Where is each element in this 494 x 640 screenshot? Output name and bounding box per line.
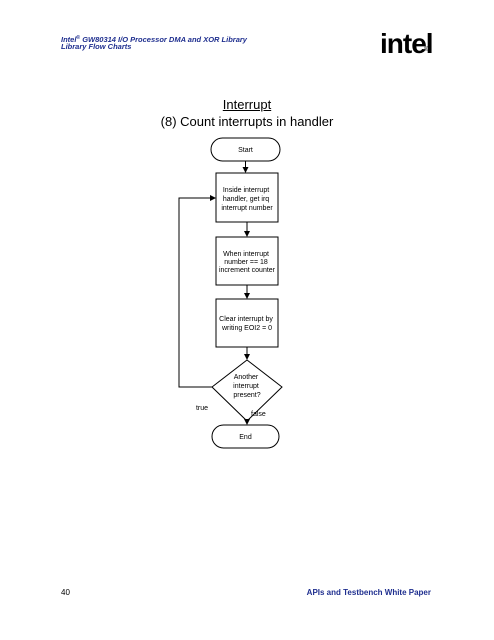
decision-line: interrupt bbox=[233, 383, 259, 390]
process-text-get-irq: Inside interrupt handler, get irq interr… bbox=[221, 187, 273, 212]
process-text-increment-counter: When interrupt number == 18 increment co… bbox=[219, 251, 276, 274]
header-title-rest: GW80314 I/O Processor DMA and XOR Librar… bbox=[80, 35, 247, 44]
end-terminator bbox=[211, 424, 280, 449]
intel-logo-reg-mark: ® bbox=[424, 47, 429, 53]
page-number: 40 bbox=[61, 588, 70, 597]
process-line: Inside interrupt bbox=[223, 187, 269, 194]
decision-line: present? bbox=[233, 392, 260, 399]
process-box-get-irq bbox=[215, 172, 279, 223]
header-subtitle: Library Flow Charts bbox=[61, 42, 132, 51]
intel-logo: intel bbox=[380, 28, 434, 59]
decision-diamond bbox=[211, 359, 283, 422]
process-line: increment counter bbox=[219, 267, 276, 274]
start-label: Start bbox=[238, 147, 253, 154]
header-title: Intel® GW80314 I/O Processor DMA and XOR… bbox=[61, 33, 247, 45]
process-box-clear-interrupt bbox=[215, 298, 279, 348]
footer-doc-title: APIs and Testbench White Paper bbox=[306, 588, 431, 597]
process-line: number == 18 bbox=[224, 259, 268, 266]
decision-text: Another interrupt present? bbox=[233, 374, 261, 399]
figure-title: Interrupt bbox=[222, 97, 272, 112]
header-reg-mark: ® bbox=[76, 35, 81, 41]
process-line: writing EOI2 = 0 bbox=[221, 325, 272, 332]
header-brand: Intel bbox=[61, 35, 77, 44]
process-line: When interrupt bbox=[223, 251, 269, 258]
process-line: Clear interrupt by bbox=[219, 316, 273, 323]
process-text-clear-interrupt: Clear interrupt by writing EOI2 = 0 bbox=[219, 316, 275, 332]
loop-back-connector bbox=[178, 195, 216, 388]
false-label: false bbox=[251, 411, 266, 418]
process-line: handler, get irq bbox=[223, 196, 269, 203]
process-line: interrupt number bbox=[221, 205, 273, 212]
figure-subtitle: (8) Count interrupts in handler bbox=[160, 114, 334, 129]
end-label: End bbox=[239, 434, 252, 441]
true-label: true bbox=[196, 405, 208, 412]
decision-line: Another bbox=[234, 374, 259, 381]
